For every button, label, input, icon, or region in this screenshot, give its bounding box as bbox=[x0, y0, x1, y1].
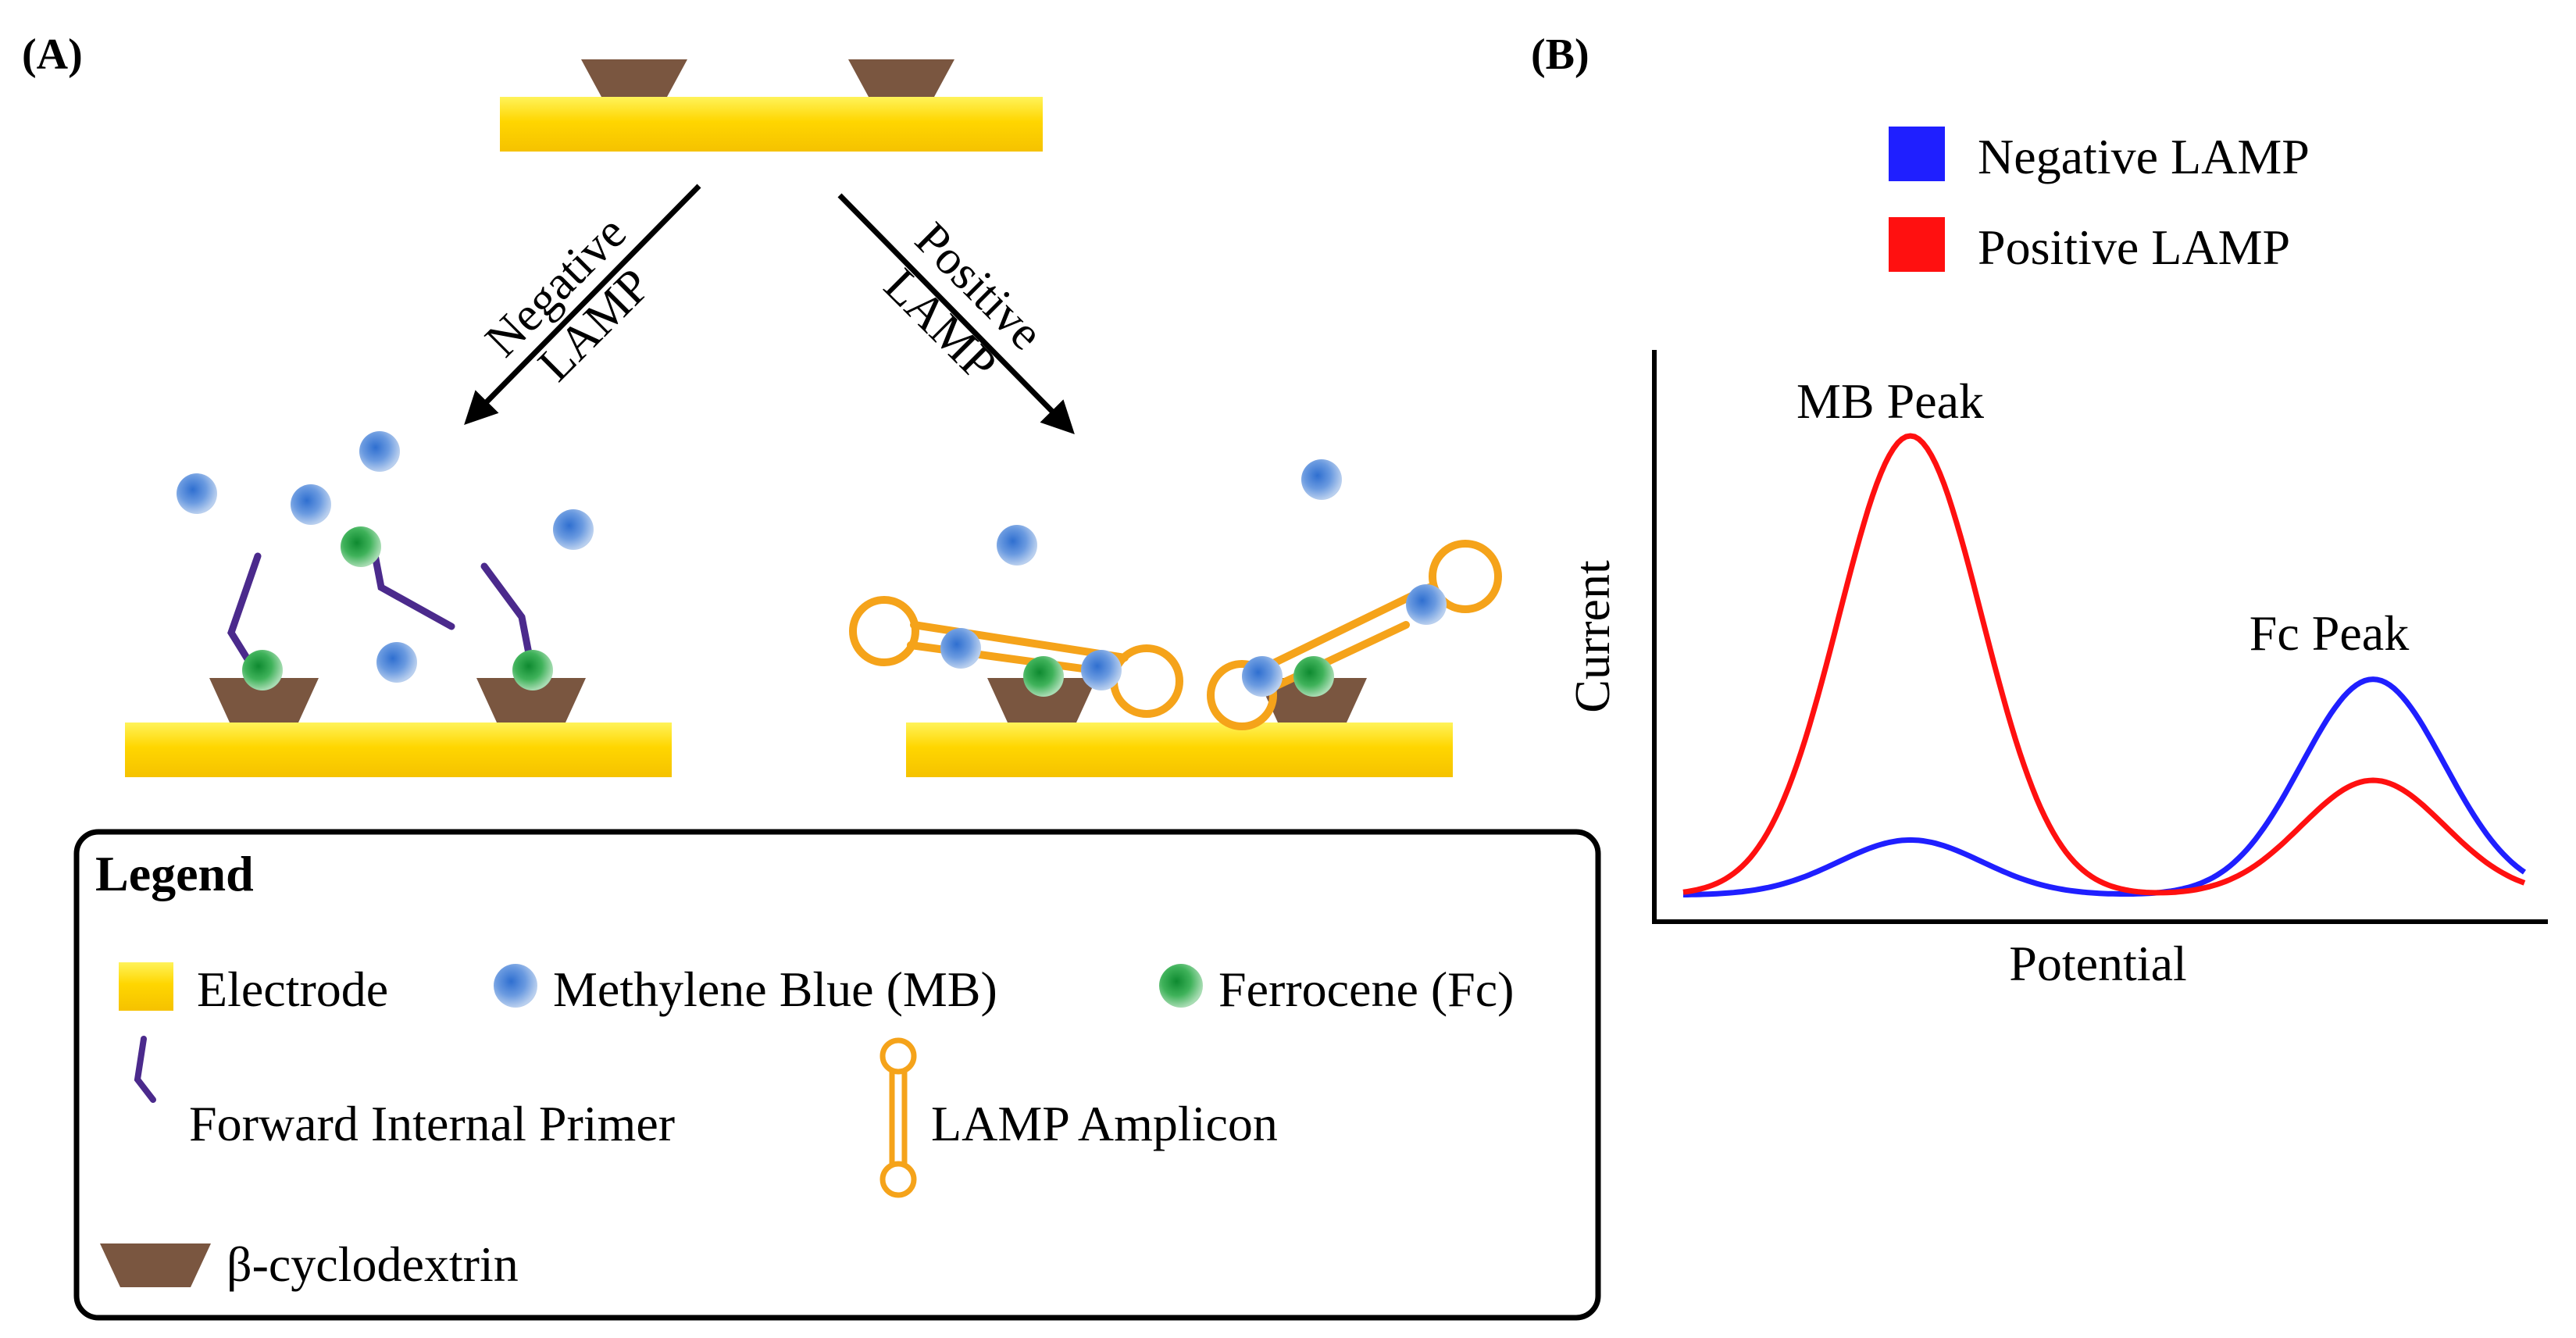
cyclodextrin-icon bbox=[100, 1243, 211, 1287]
methylene-blue-icon bbox=[376, 642, 417, 683]
electrode-icon bbox=[119, 962, 173, 1011]
panel-a-label: (A) bbox=[22, 30, 83, 79]
ferrocene-icon bbox=[1159, 964, 1203, 1008]
legend-electrode-label: Electrode bbox=[197, 962, 388, 1017]
legend-fc-label: Ferrocene (Fc) bbox=[1218, 962, 1514, 1017]
negative-lamp-curve bbox=[1683, 676, 2527, 897]
ferrocene-icon bbox=[242, 650, 283, 690]
primer-icon bbox=[369, 543, 455, 630]
legend-amplicon-label: LAMP Amplicon bbox=[931, 1096, 1278, 1151]
ferrocene-icon bbox=[512, 650, 553, 690]
methylene-blue-icon bbox=[1081, 650, 1122, 690]
methylene-blue-icon bbox=[1242, 656, 1283, 697]
primer-icon bbox=[134, 1036, 156, 1103]
legend-primer-label: Forward Internal Primer bbox=[189, 1096, 675, 1151]
legend-swatch-positive bbox=[1889, 217, 1945, 272]
legend-box: Legend Electrode Methylene Blue (MB) Fer… bbox=[73, 829, 1601, 1321]
chart-axes bbox=[1652, 350, 2548, 924]
positive-lamp-curve bbox=[1682, 433, 2526, 896]
chart-legend: Negative LAMP Positive LAMP bbox=[1889, 127, 2310, 275]
methylene-blue-icon bbox=[997, 525, 1037, 566]
electrode-icon bbox=[500, 97, 1043, 152]
legend-swatch-negative bbox=[1889, 127, 1945, 181]
legend-title: Legend bbox=[95, 846, 254, 901]
panel-b-label: (B) bbox=[1531, 30, 1589, 79]
electrode-icon bbox=[906, 723, 1453, 777]
primer-icon bbox=[227, 552, 262, 669]
methylene-blue-icon bbox=[1301, 459, 1342, 500]
cyclodextrin-icon bbox=[581, 59, 687, 97]
ferrocene-icon bbox=[341, 526, 381, 567]
legend-mb-label: Methylene Blue (MB) bbox=[553, 962, 997, 1017]
methylene-blue-icon bbox=[177, 473, 217, 514]
electrode-icon bbox=[125, 723, 672, 777]
methylene-blue-icon bbox=[1406, 584, 1447, 625]
ferrocene-icon bbox=[1293, 656, 1334, 697]
fc-peak-annotation: Fc Peak bbox=[2250, 605, 2409, 661]
cyclodextrin-icon bbox=[1258, 678, 1367, 723]
y-axis-label: Current bbox=[1565, 560, 1620, 713]
amplicon-icon bbox=[1207, 540, 1502, 730]
legend-negative-label: Negative LAMP bbox=[1978, 129, 2310, 184]
cyclodextrin-icon bbox=[987, 678, 1097, 723]
mb-peak-annotation: MB Peak bbox=[1796, 373, 1984, 429]
legend-cyclodextrin-label: β-cyclodextrin bbox=[227, 1236, 519, 1292]
methylene-blue-icon bbox=[359, 431, 400, 472]
cyclodextrin-icon bbox=[476, 678, 586, 723]
top-electrode-assembly bbox=[500, 59, 1043, 152]
cyclodextrin-icon bbox=[848, 59, 954, 97]
negative-arrow bbox=[464, 184, 701, 425]
negative-lamp-scene bbox=[125, 431, 672, 777]
methylene-blue-icon bbox=[494, 964, 537, 1008]
primer-icon bbox=[480, 562, 535, 669]
positive-arrow bbox=[837, 193, 1075, 434]
amplicon-icon bbox=[879, 1037, 917, 1198]
positive-lamp-scene bbox=[849, 459, 1502, 777]
positive-arrow-label: Positive LAMP bbox=[874, 212, 1053, 391]
methylene-blue-icon bbox=[553, 509, 594, 550]
ferrocene-icon bbox=[1023, 656, 1064, 697]
legend-positive-label: Positive LAMP bbox=[1978, 219, 2290, 275]
cyclodextrin-icon bbox=[209, 678, 319, 723]
negative-arrow-label: Negative LAMP bbox=[476, 206, 662, 392]
methylene-blue-icon bbox=[291, 484, 331, 525]
methylene-blue-icon bbox=[940, 628, 981, 669]
x-axis-label: Potential bbox=[2009, 936, 2187, 991]
